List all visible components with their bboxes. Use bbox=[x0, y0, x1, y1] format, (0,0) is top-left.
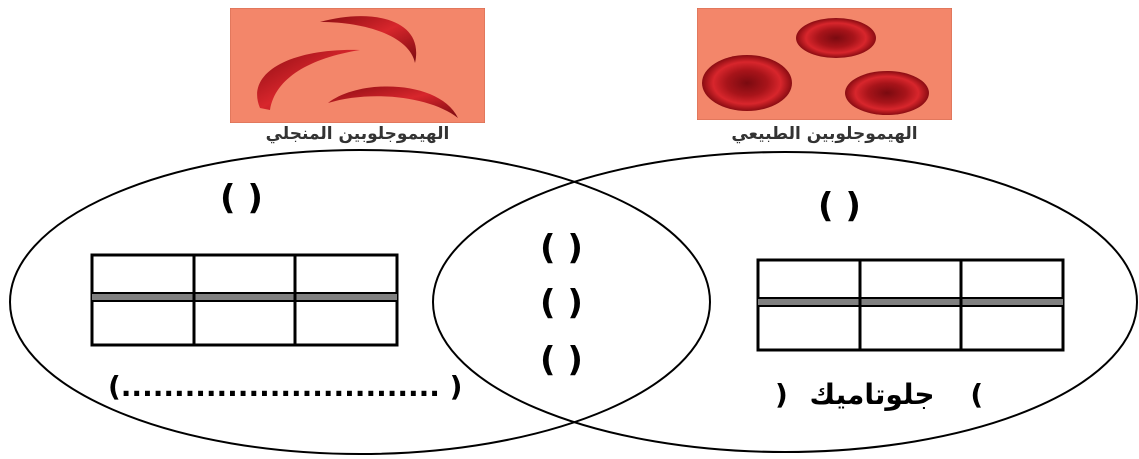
sickle-hemoglobin-caption: الهيموجلوبين المنجلي bbox=[265, 124, 450, 144]
sickle-cell-image bbox=[229, 7, 486, 124]
left-ellipse bbox=[9, 149, 711, 455]
glutamic-label: جلوتاميك bbox=[809, 378, 935, 411]
right-amino-grid bbox=[756, 258, 1065, 352]
left-bottom-blank[interactable]: (.............................. ) bbox=[108, 370, 463, 403]
right-top-blank[interactable]: ( ) bbox=[818, 186, 861, 226]
right-close-paren: ( bbox=[970, 378, 984, 411]
overlap-blank-2[interactable]: ( ) bbox=[540, 283, 583, 323]
right-open-paren: ) bbox=[775, 378, 788, 411]
right-ellipse bbox=[432, 151, 1138, 453]
normal-hemoglobin-caption: الهيموجلوبين الطبيعي bbox=[731, 124, 918, 144]
overlap-blank-3[interactable]: ( ) bbox=[540, 340, 583, 380]
left-top-blank[interactable]: ( ) bbox=[220, 178, 263, 218]
overlap-blank-1[interactable]: ( ) bbox=[540, 228, 583, 268]
left-amino-grid bbox=[90, 253, 399, 347]
right-bottom-answer: ) جلوتاميك ( bbox=[775, 378, 983, 411]
normal-cell-image bbox=[696, 7, 953, 121]
